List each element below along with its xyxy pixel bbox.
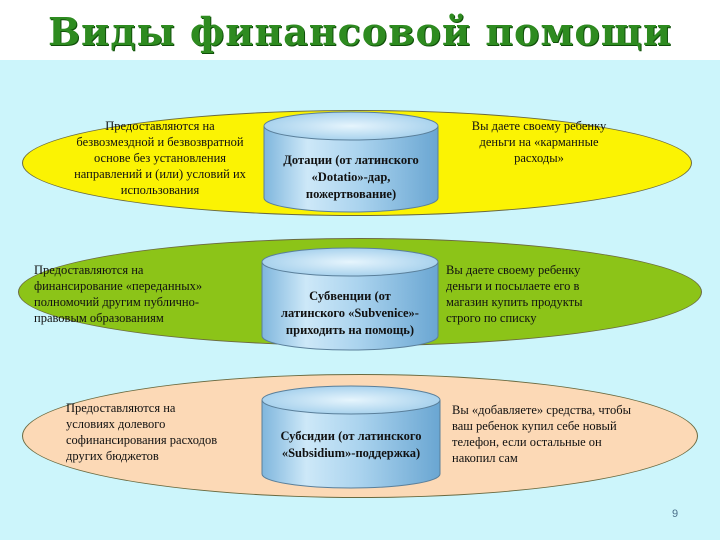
text-line: расходы» [514, 151, 564, 165]
page-number: 9 [671, 508, 679, 520]
dotation-label: Дотации (от латинского «Dotatio»-дар, по… [260, 152, 442, 203]
subsidy-cylinder [261, 385, 441, 489]
text-line: латинского «Subvenice»- [281, 306, 419, 320]
slide-title: Виды финансовой помощи [47, 9, 673, 54]
dotation-example: Вы даете своему ребенку деньги на «карма… [450, 118, 628, 166]
text-line: полномочий другим публично- [34, 295, 200, 309]
text-line: «Subsidium»-поддержка) [281, 446, 421, 460]
text-line: Субвенции (от [309, 289, 391, 303]
subsidy-label: Субсидии (от латинского «Subsidium»-подд… [258, 428, 444, 462]
text-line: магазин купить продукты [446, 295, 583, 309]
text-line: Вы даете своему ребенку [446, 263, 581, 277]
text-line: Субсидии (от латинского [280, 429, 422, 443]
subvention-definition: Предоставляются на финансирование «перед… [34, 262, 252, 326]
subvention-example: Вы даете своему ребенку деньги и посылае… [446, 262, 646, 326]
text-line: Вы даете своему ребенку [471, 119, 607, 133]
text-line: софинансирования расходов [66, 433, 218, 447]
text-line: Вы «добавляете» средства, чтобы [452, 403, 631, 417]
text-line: строго по списку [446, 311, 537, 325]
text-line: использования [120, 183, 200, 197]
text-line: Предоставляются на [105, 119, 215, 133]
text-line: Предоставляются на [66, 401, 176, 415]
text-line: направлений и (или) условий их [74, 167, 246, 181]
subsidy-definition: Предоставляются на условиях долевого соф… [66, 400, 252, 464]
subvention-cylinder [261, 247, 439, 351]
text-line: деньги на «карманные [479, 135, 599, 149]
text-line: безвозмездной и безвозвратной [76, 135, 244, 149]
text-line: накопил сам [452, 451, 518, 465]
text-line: финансирование «переданных» [34, 279, 203, 293]
text-line: «Dotatio»-дар, [311, 170, 391, 184]
dotation-definition: Предоставляются на безвозмездной и безво… [60, 118, 260, 198]
subvention-label: Субвенции (от латинского «Subvenice»- пр… [258, 288, 442, 339]
text-line: деньги и посылаете его в [446, 279, 580, 293]
text-line: основе без установления [93, 151, 227, 165]
text-line: телефон, если остальные он [452, 435, 602, 449]
text-line: ваш ребенок купил себе новый [452, 419, 617, 433]
text-line: условиях долевого [66, 417, 166, 431]
text-line: Предоставляются на [34, 263, 144, 277]
text-line: других бюджетов [66, 449, 159, 463]
text-line: правовым образованиям [34, 311, 164, 325]
dotation-cylinder [263, 111, 439, 213]
text-line: Дотации (от латинского [283, 153, 419, 167]
text-line: приходить на помощь) [285, 323, 415, 337]
text-line: пожертвование) [305, 187, 397, 201]
subsidy-example: Вы «добавляете» средства, чтобы ваш ребе… [452, 402, 666, 466]
